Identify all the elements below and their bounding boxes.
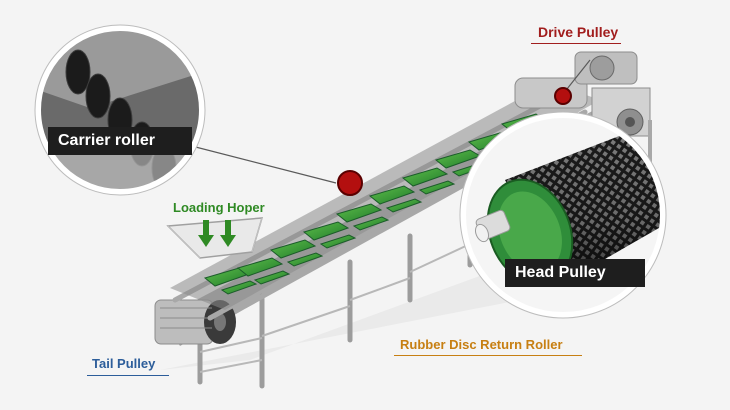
leg-bracing	[199, 243, 471, 373]
head-pulley-label: Head Pulley	[505, 259, 645, 287]
carrier-roller-marker	[337, 170, 363, 196]
drive-pulley-underline	[531, 43, 621, 44]
tail-pulley-assembly	[154, 299, 236, 345]
loading-hopper	[166, 217, 264, 259]
carrier-roller-label: Carrier roller	[48, 127, 192, 155]
rubber-disc-return-roller-underline	[394, 355, 582, 356]
rubber-disc-return-roller-label: Rubber Disc Return Roller	[400, 337, 563, 352]
drive-pulley-marker	[554, 87, 572, 105]
tail-pulley-underline	[87, 375, 169, 376]
carrier-roller-zoom	[34, 24, 206, 196]
loading-hoper-label: Loading Hoper	[173, 200, 265, 215]
drive-pulley-label: Drive Pulley	[538, 24, 619, 40]
tail-pulley-label: Tail Pulley	[92, 356, 156, 371]
carrier-idlers	[203, 113, 555, 295]
down-arrow-icon	[198, 220, 236, 247]
head-pulley-zoom	[459, 111, 667, 319]
